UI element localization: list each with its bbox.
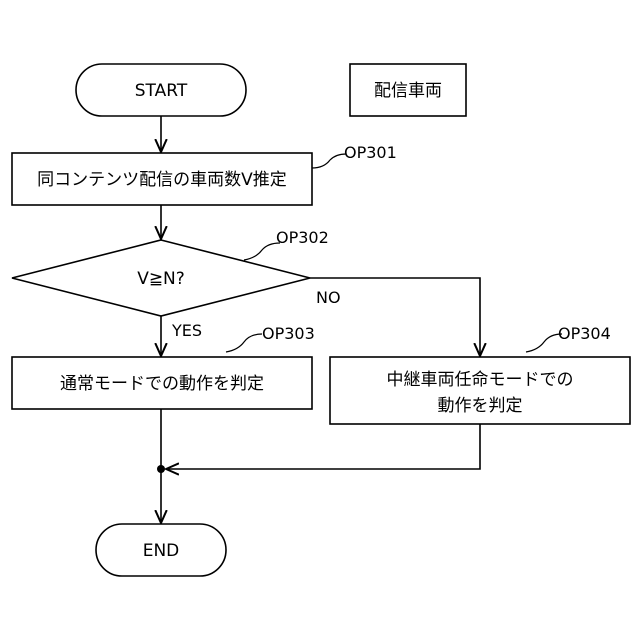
op302-leader: [244, 243, 280, 260]
op304-ref: OP304: [558, 324, 611, 343]
op303-leader: [226, 334, 262, 352]
end-label: END: [143, 541, 180, 561]
op301-leader: [312, 154, 346, 168]
op301-label: 同コンテンツ配信の車両数V推定: [37, 170, 287, 190]
op301-ref: OP301: [344, 143, 397, 162]
process-op303: 通常モードでの動作を判定: [12, 357, 312, 409]
start-terminator: START: [76, 64, 246, 116]
op303-ref: OP303: [262, 324, 315, 343]
legend-label: 配信車両: [374, 81, 442, 101]
process-op301: 同コンテンツ配信の車両数V推定: [12, 153, 312, 205]
no-label: NO: [316, 288, 341, 307]
legend-box: 配信車両: [350, 64, 466, 116]
end-terminator: END: [96, 524, 226, 576]
op304-label-line1: 中継車両任命モードでの: [387, 370, 574, 390]
op304-label-line2: 動作を判定: [438, 396, 523, 416]
decision-op302: V≧N?: [12, 240, 310, 316]
yes-label: YES: [171, 321, 202, 340]
connector-op304-merge: [166, 424, 480, 469]
op302-label: V≧N?: [137, 269, 185, 289]
op303-label: 通常モードでの動作を判定: [60, 374, 264, 394]
start-label: START: [135, 81, 188, 101]
op304-leader: [526, 334, 562, 352]
op302-ref: OP302: [276, 228, 329, 247]
process-op304: 中継車両任命モードでの 動作を判定: [330, 357, 630, 424]
